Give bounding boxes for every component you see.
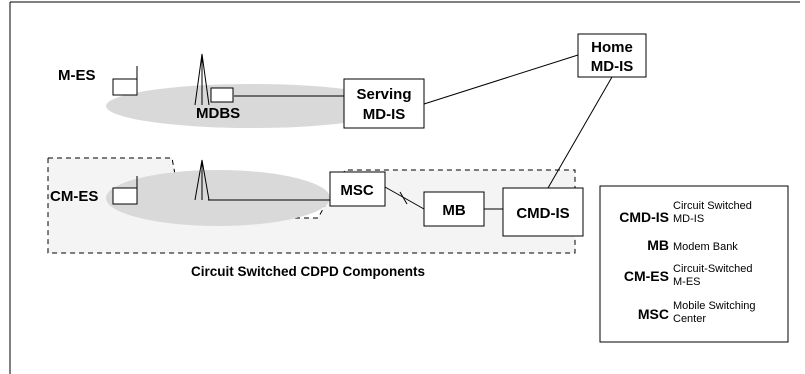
cmes-cell-coverage	[106, 170, 330, 226]
link-home-cmdis	[547, 76, 613, 189]
diagram-caption: Circuit Switched CDPD Components	[191, 264, 425, 279]
msc-box	[329, 171, 386, 207]
legend-box	[599, 185, 789, 343]
legend-desc-line1: Circuit Switched	[673, 200, 752, 212]
mb-box	[423, 191, 485, 227]
serving-mdis-box	[343, 78, 425, 129]
legend-desc-line2: MD-IS	[673, 213, 704, 225]
mdbs-antenna-icon	[194, 53, 210, 106]
home-mdis-box	[577, 33, 647, 78]
msc-label: MSC	[340, 182, 374, 199]
cm-antenna-icon	[194, 159, 210, 201]
legend-entry-cmdis: CMD-IS Circuit Switched MD-IS	[619, 200, 752, 225]
legend-entry-cmes: CM-ES Circuit-Switched M-ES	[624, 263, 753, 288]
mdbs-box	[210, 87, 234, 103]
mb-label: MB	[442, 202, 465, 219]
home-label-line1: Home	[591, 39, 633, 56]
mdbs-cell-coverage	[106, 84, 398, 128]
link-serving-home	[423, 54, 579, 105]
legend-desc-line1: Mobile Switching	[673, 300, 756, 312]
mdbs-label: MDBS	[196, 105, 240, 122]
cmes-terminal-icon	[112, 176, 138, 205]
legend-key: MSC	[638, 306, 669, 322]
serving-label-line2: MD-IS	[363, 106, 406, 123]
legend-key: CMD-IS	[619, 209, 669, 225]
legend-entry-msc: MSC Mobile Switching Center	[638, 300, 756, 325]
serving-label-line1: Serving	[356, 86, 411, 103]
legend-key: MB	[647, 237, 669, 253]
region-boundary-tick	[399, 191, 408, 205]
legend-desc-line2: M-ES	[673, 276, 701, 288]
legend-key: CM-ES	[624, 268, 669, 284]
link-msc-mb	[384, 186, 425, 210]
legend-entry-mb: MB Modem Bank	[647, 237, 738, 253]
mes-label: M-ES	[58, 67, 96, 84]
legend-desc-line1: Circuit-Switched	[673, 263, 752, 275]
cmdis-box	[502, 187, 584, 237]
home-label-line2: MD-IS	[591, 58, 634, 75]
cmdis-label: CMD-IS	[516, 205, 569, 222]
cmes-label: CM-ES	[50, 188, 98, 205]
mes-terminal-icon	[112, 66, 138, 96]
legend-desc-line1: Modem Bank	[673, 241, 738, 253]
legend-desc-line2: Center	[673, 313, 706, 325]
